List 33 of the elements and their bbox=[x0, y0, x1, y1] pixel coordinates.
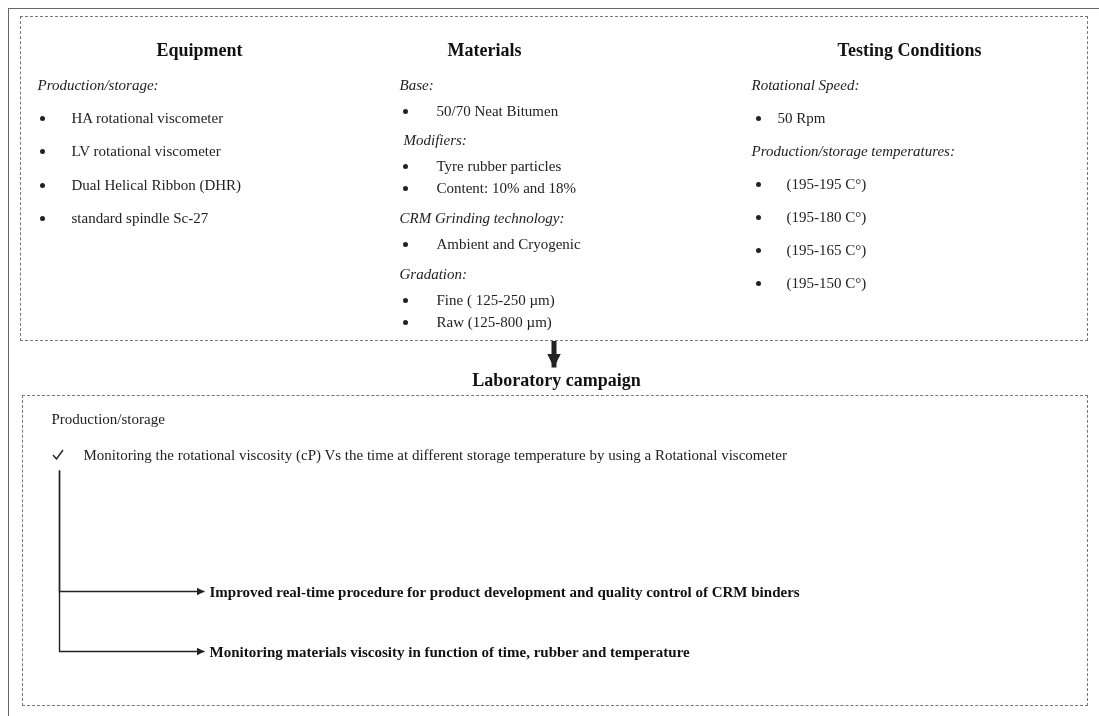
section-heading: Materials bbox=[447, 39, 522, 60]
dashed-panel bbox=[20, 16, 1088, 341]
subheading: Production/storage bbox=[51, 409, 165, 429]
result-text: Improved real-time procedure for product development and quality control of CRM binders bbox=[209, 581, 800, 602]
section-heading: Laboratory campaign bbox=[472, 369, 641, 390]
arrow bbox=[58, 469, 206, 656]
list-item: Content: 10% and 18% bbox=[436, 178, 577, 198]
list-item: Tyre rubber particles bbox=[436, 156, 562, 176]
subheading: Gradation: bbox=[399, 264, 467, 284]
subheading: Production/storage temperatures: bbox=[751, 141, 955, 161]
list-item: Raw (125-800 µm) bbox=[436, 312, 552, 332]
subheading: Rotational Speed: bbox=[751, 75, 860, 95]
subheading: Production/storage: bbox=[37, 75, 159, 95]
list-item: 50 Rpm bbox=[777, 108, 826, 128]
list-item: 50/70 Neat Bitumen bbox=[436, 101, 559, 121]
list-item: (195-195 C°) bbox=[786, 174, 867, 194]
task-text: Monitoring the rotational viscosity (cP) Vs the time at different storage temperature by using a Rotational viscometer bbox=[83, 444, 787, 465]
subheading: Base: bbox=[399, 75, 434, 95]
arrow bbox=[547, 341, 561, 368]
section-heading: Equipment bbox=[156, 39, 243, 60]
section-heading: Testing Conditions bbox=[837, 39, 982, 60]
list-item: Fine ( 125-250 µm) bbox=[436, 290, 555, 310]
list-item: (195-150 C°) bbox=[786, 273, 867, 293]
list-item: (195-180 C°) bbox=[786, 207, 867, 227]
result-text: Monitoring materials viscosity in function of time, rubber and temperature bbox=[209, 641, 690, 662]
subheading: CRM Grinding technology: bbox=[399, 208, 565, 228]
list-item: Ambient and Cryogenic bbox=[436, 234, 581, 254]
list-item: Dual Helical Ribbon (DHR) bbox=[71, 175, 242, 195]
list-item: standard spindle Sc-27 bbox=[71, 208, 209, 228]
subheading: Modifiers: bbox=[403, 130, 467, 150]
list-item: LV rotational viscometer bbox=[71, 141, 221, 161]
list-item: HA rotational viscometer bbox=[71, 108, 224, 128]
list-item: (195-165 C°) bbox=[786, 240, 867, 260]
